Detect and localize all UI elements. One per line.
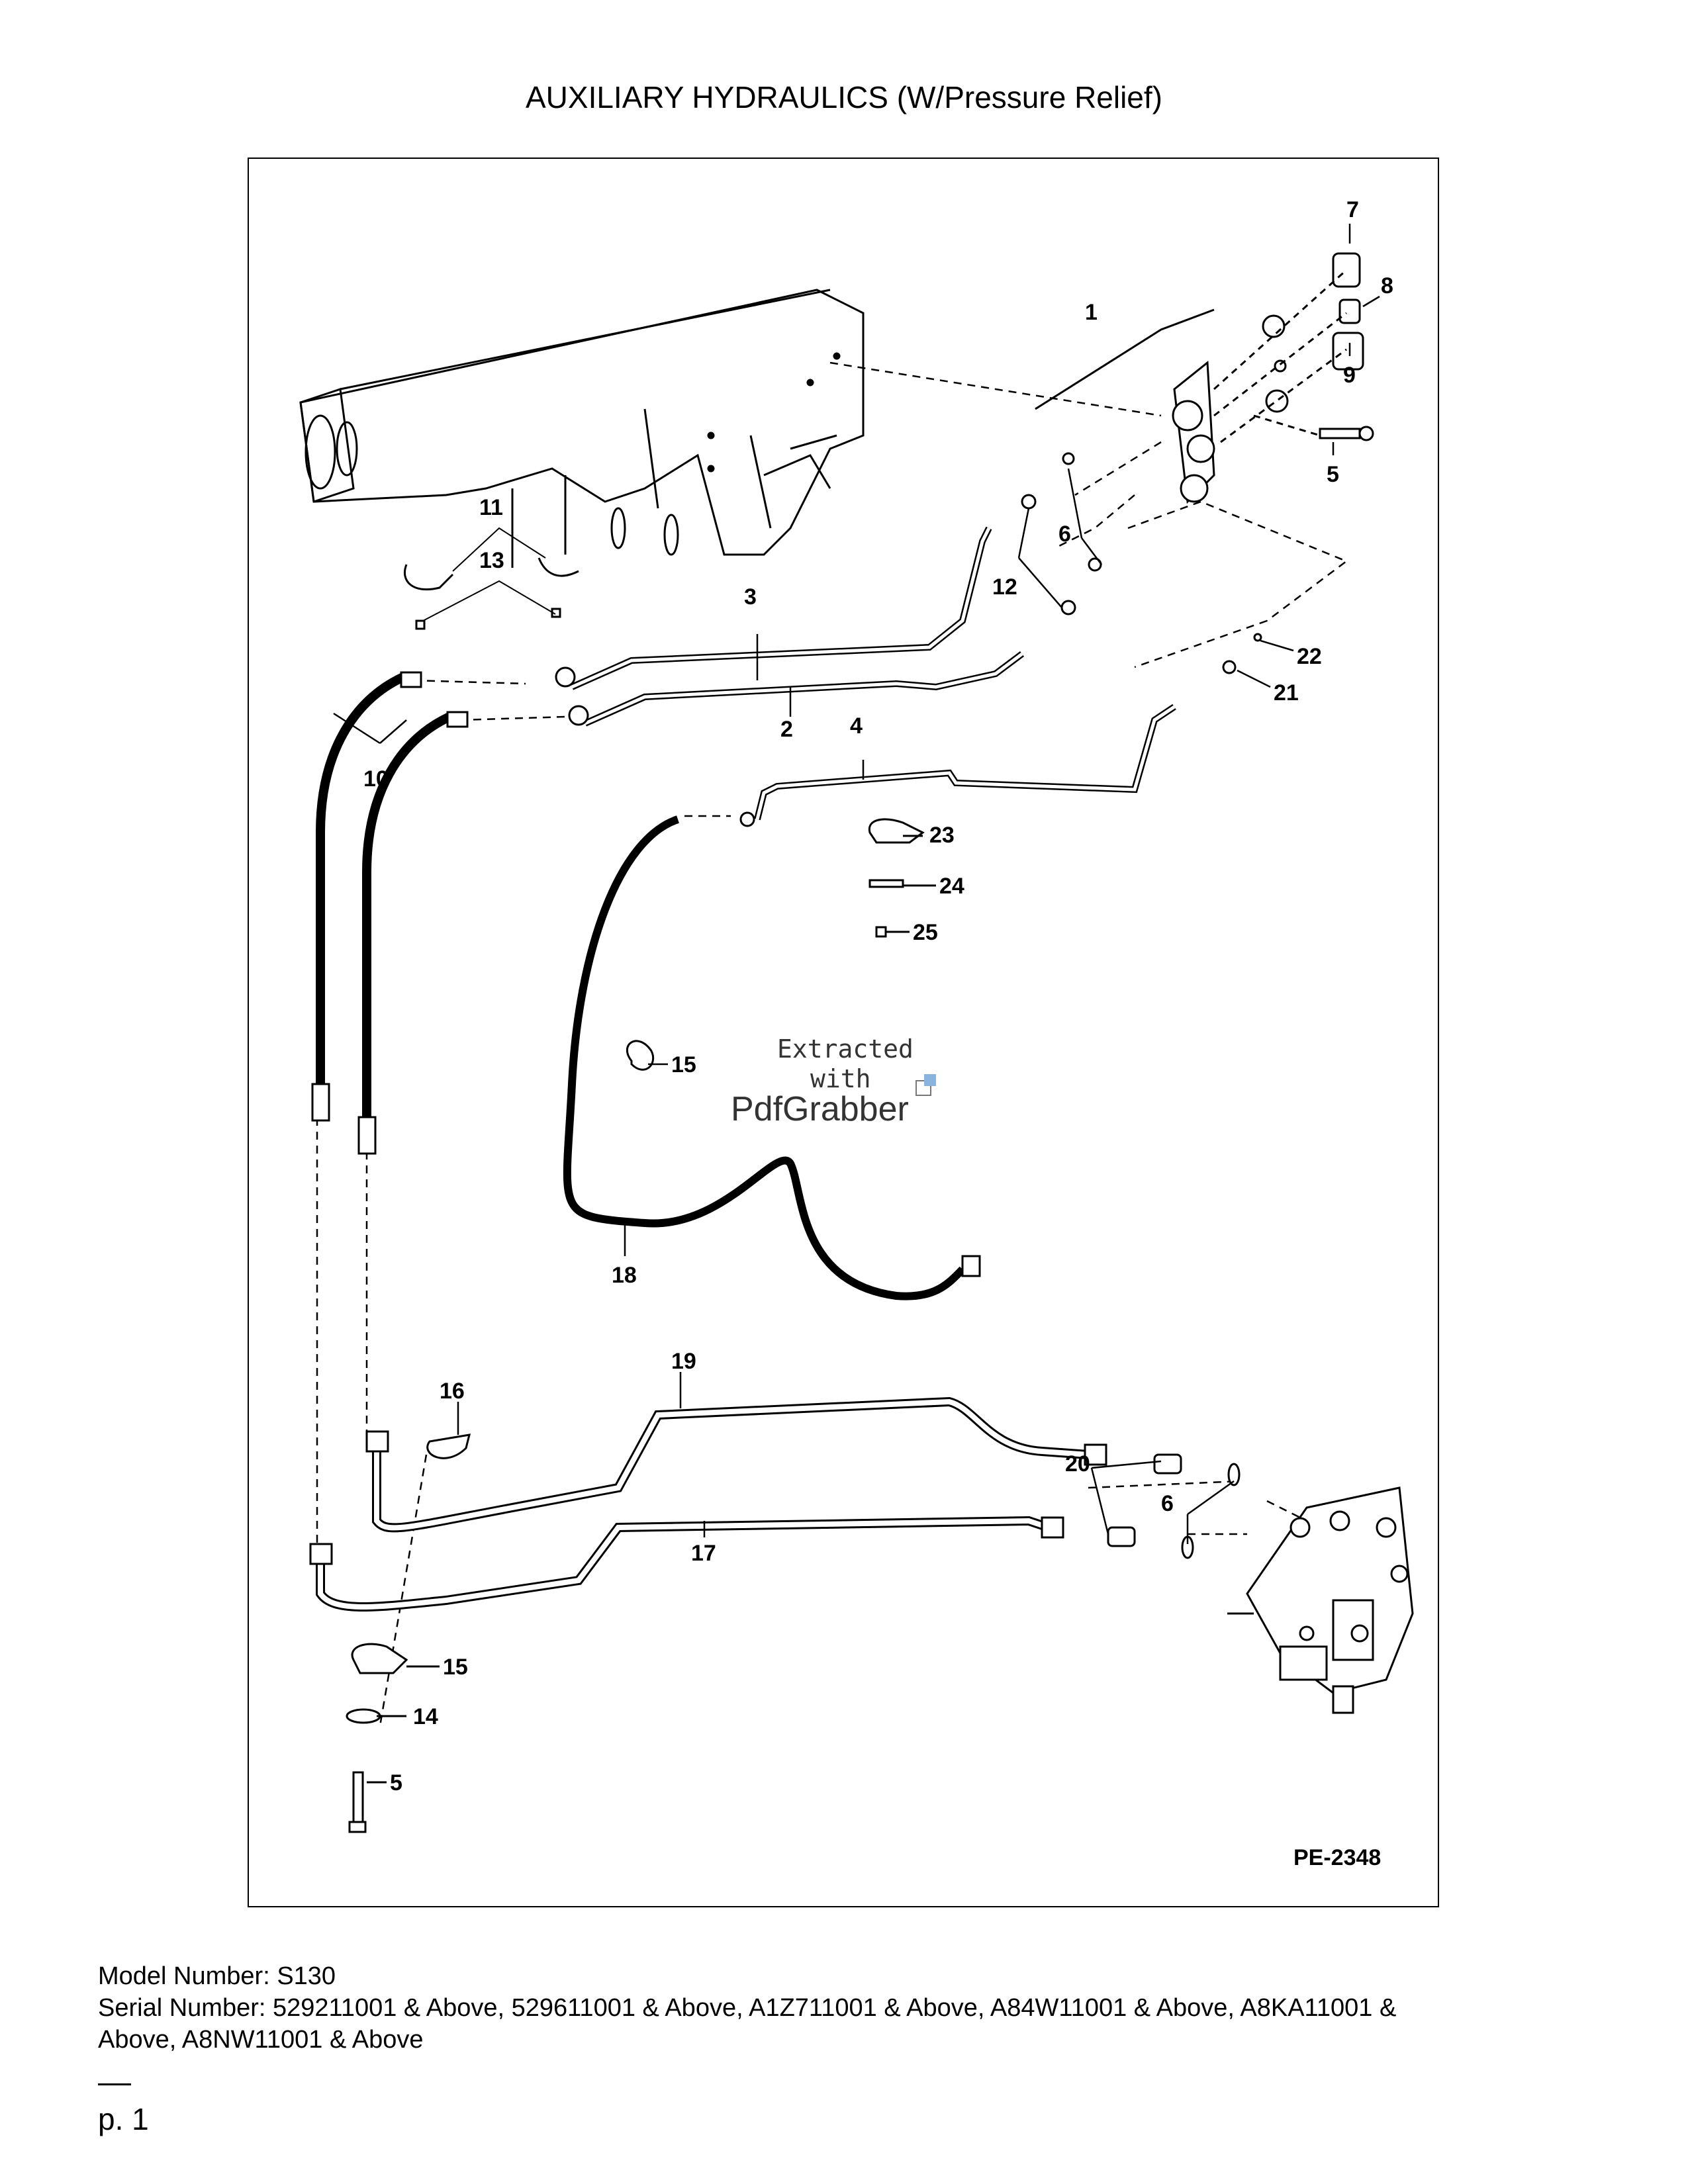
loader-arm-drawing: [299, 289, 865, 568]
figure-code: PE-2348: [1293, 1845, 1381, 1870]
callout-7: 7: [1346, 197, 1359, 222]
watermark-line1: Extracted: [777, 1034, 914, 1064]
callout-5-upper: 5: [1327, 462, 1339, 487]
control-valve-drawing: [1227, 1486, 1414, 1714]
watermark-brand: PdfGrabber: [731, 1090, 909, 1128]
callout-13: 13: [479, 548, 504, 573]
fittings-20-6: [309, 1430, 1241, 1565]
serial-number-line2: Above, A8NW11001 & Above: [98, 2026, 424, 2054]
callout-12: 12: [992, 574, 1017, 600]
callout-22: 22: [1297, 644, 1322, 669]
serial-number-line1: Serial Number: 529211001 & Above, 529611…: [98, 1994, 1397, 2022]
tubes-17-19-inner: [318, 1398, 1089, 1610]
watermark-icon: [915, 1074, 936, 1096]
fittings-7-8-9: [1213, 252, 1364, 443]
diagram-frame: [248, 158, 1439, 1907]
callout-leaders: [333, 224, 1380, 1544]
callout-15-lower: 15: [443, 1655, 468, 1680]
tube-assemblies-2-3-4: [570, 526, 1176, 821]
callout-6-upper: 6: [1058, 522, 1071, 547]
callout-20: 20: [1065, 1451, 1090, 1477]
bolt-and-washer-14-5: [346, 1643, 440, 1833]
callout-10: 10: [363, 766, 389, 792]
hoses-10: [316, 672, 451, 1117]
callout-14: 14: [413, 1704, 438, 1729]
page-title: AUXILIARY HYDRAULICS (W/Pressure Relief): [525, 80, 1162, 114]
callout-1: 1: [1085, 300, 1098, 325]
callout-19: 19: [671, 1349, 696, 1374]
callout-24: 24: [939, 874, 964, 899]
callout-5-lower: 5: [390, 1770, 402, 1796]
hose-18-end: [961, 1255, 981, 1277]
hose-ends-10: [311, 671, 469, 1155]
parts-diagram: 7 8 9 5 1 6 12 3 2 4 22 21 11 13 10 23 2…: [299, 197, 1414, 1870]
callout-8: 8: [1381, 273, 1393, 298]
page-number: p. 1: [98, 2102, 149, 2136]
hose-18: [563, 815, 966, 1300]
watermark-line2: with: [810, 1064, 871, 1093]
callout-3: 3: [744, 584, 757, 610]
clamp-parts-23-24-25: [626, 818, 936, 1071]
callout-11: 11: [479, 495, 503, 520]
callout-25: 25: [913, 920, 938, 945]
callout-23: 23: [929, 823, 955, 848]
callout-2: 2: [780, 717, 793, 742]
footer-rule: [98, 2083, 131, 2085]
model-number: Model Number: S130: [98, 1962, 336, 1990]
callout-9: 9: [1343, 363, 1356, 388]
clip-parts-11-13: [404, 527, 579, 630]
tube-assemblies-inner: [571, 527, 1176, 820]
tubes-17-19: [316, 1396, 1089, 1612]
callout-18: 18: [612, 1263, 637, 1288]
callout-17: 17: [691, 1541, 716, 1566]
callout-15-upper: 15: [671, 1052, 696, 1077]
callout-4: 4: [850, 713, 863, 739]
callout-21: 21: [1274, 680, 1299, 705]
fittings-12-21-22: [555, 452, 1262, 827]
callout-16: 16: [440, 1379, 465, 1404]
relief-valve-drawing: [1035, 308, 1374, 504]
callout-6-lower: 6: [1161, 1491, 1174, 1516]
